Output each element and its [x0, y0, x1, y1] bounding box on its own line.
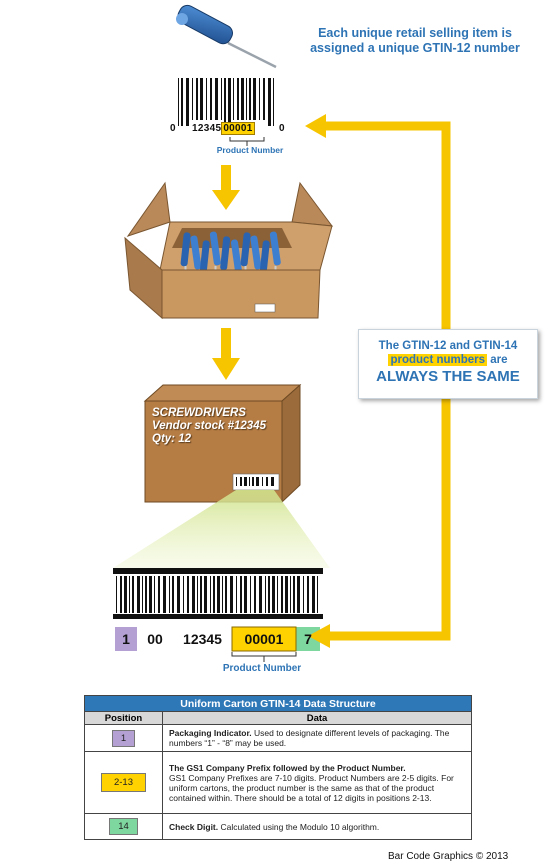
upc-check-digit: 0 [279, 123, 285, 134]
callout-box: The GTIN-12 and GTIN-14 product numbers … [358, 329, 538, 399]
shipping-case-image [143, 383, 302, 504]
product-number-label-top: Product Number [216, 145, 284, 155]
product-number-highlight [231, 626, 297, 652]
callout-line3: ALWAYS THE SAME [376, 368, 520, 385]
case-label: SCREWDRIVERS Vendor stock #12345 Qty: 12 [152, 407, 302, 446]
callout-line2-rest: are [487, 354, 508, 366]
arrow-down-1 [212, 165, 240, 210]
case-line3: Qty: 12 [152, 433, 191, 445]
product-number-bracket-bottom [231, 652, 297, 662]
row-text: GS1 Company Prefixes are 7-10 digits. Pr… [169, 772, 454, 803]
upc-manufacturer: 12345 [192, 123, 222, 134]
callout-highlight: product numbers [388, 354, 488, 366]
table-row: 2-13 The GS1 Company Prefix followed by … [84, 751, 472, 814]
scan-beam [113, 490, 330, 568]
row-description: Packaging Indicator. Used to designate d… [162, 724, 472, 752]
row-heading: Check Digit. [169, 821, 219, 832]
callout-line2: product numbers are [359, 354, 537, 366]
table-title: Uniform Carton GTIN-14 Data Structure [84, 695, 472, 712]
position-badge: 14 [109, 818, 138, 835]
case-line2: Vendor stock #12345 [152, 420, 266, 432]
open-carton-image [124, 181, 334, 320]
row-heading: The GS1 Company Prefix followed by the P… [169, 762, 406, 773]
upc-first-digit: 0 [170, 123, 176, 134]
row-description: Check Digit. Calculated using the Modulo… [162, 813, 472, 840]
screwdriver-icon [176, 4, 277, 69]
column-header-data: Data [162, 711, 472, 725]
upc-barcode [178, 78, 274, 126]
row-description: The GS1 Company Prefix followed by the P… [162, 751, 472, 814]
gtin14-company: 12345 [183, 631, 222, 647]
copyright-text: Bar Code Graphics © 2013 [388, 851, 509, 862]
row-text: Calculated using the Modulo 10 algorithm… [218, 821, 380, 832]
case-line1: SCREWDRIVERS [152, 407, 246, 419]
gtin14-product: 00001 [244, 631, 284, 647]
gtin14-digits: 1 00 12345 00001 7 [115, 627, 320, 651]
gtin14-prefix-digits: 00 [147, 631, 163, 647]
position-badge: 1 [111, 729, 136, 747]
arrow-down-2 [212, 328, 240, 380]
product-number-label-bottom: Product Number [222, 663, 302, 674]
gtin14-data-structure-table: Uniform Carton GTIN-14 Data Structure Po… [84, 695, 472, 840]
position-badge: 2-13 [100, 773, 146, 792]
callout-line1: The GTIN-12 and GTIN-14 [378, 340, 518, 352]
table-row: 1 Packaging Indicator. Used to designate… [84, 724, 472, 752]
column-header-position: Position [84, 711, 163, 725]
row-text: Used to designate different levels of pa… [169, 728, 450, 748]
indicator-box [115, 627, 137, 651]
row-heading: Packaging Indicator. [169, 728, 252, 738]
upc-product-number: 00001 [221, 122, 255, 135]
gtin14-check: 7 [304, 631, 312, 647]
gtin14-barcode [113, 568, 323, 619]
top-caption: Each unique retail selling item is assig… [310, 26, 520, 55]
gtin14-indicator: 1 [122, 631, 130, 647]
product-number-bracket-top [229, 137, 265, 146]
table-row: 14 Check Digit. Calculated using the Mod… [84, 813, 472, 840]
